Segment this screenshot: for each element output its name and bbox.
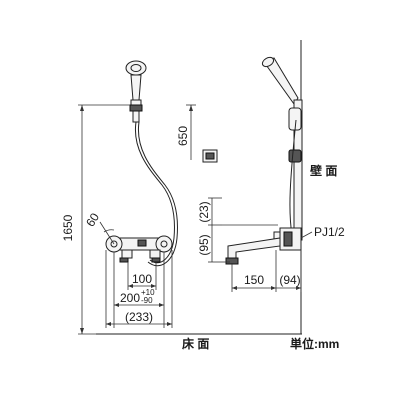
angle-arc [103,229,115,233]
dim-widths: 100 200 +10 -90 (233) [105,250,173,328]
wall-label: 壁 面 [310,163,337,178]
mixer-body-front [105,235,173,263]
dim-95-label: (95) [197,234,211,255]
pipe-spec-label: PJ1/2 [314,225,345,239]
dim-233-label: (233) [125,310,153,324]
dim-shower-rise: 650 [176,104,196,160]
wall-fitting [202,149,218,163]
dim-total-height: 1650 [61,104,130,335]
hose-front-edge [137,121,178,267]
dim-200-label: 200 [120,291,140,305]
dim-offsets: (23) (95) [197,197,222,263]
dim-spout: 150 (94) [231,250,302,292]
floor-label: 床 面 [182,336,209,351]
side-view [225,40,303,334]
dim-tol-plus: +10 [141,288,155,297]
hook-front [129,104,143,112]
shower-head-front [125,60,147,123]
dim-650-label: 650 [176,126,190,146]
pipe-spec-leader [300,231,313,239]
dim-angle-label: 60 [83,210,102,229]
unit-label: 単位:mm [290,336,339,351]
dim-23-label: (23) [197,201,211,222]
dim-150-label: 150 [244,273,264,287]
dim-1650-label: 1650 [61,214,75,241]
angle-line [99,221,115,245]
hose-front [134,121,175,264]
dim-94-label: (94) [279,273,300,287]
dim-side-refs [222,224,278,263]
front-view [99,60,178,267]
dim-100-label: 100 [132,272,152,286]
dim-tol-minus: -90 [141,296,153,305]
